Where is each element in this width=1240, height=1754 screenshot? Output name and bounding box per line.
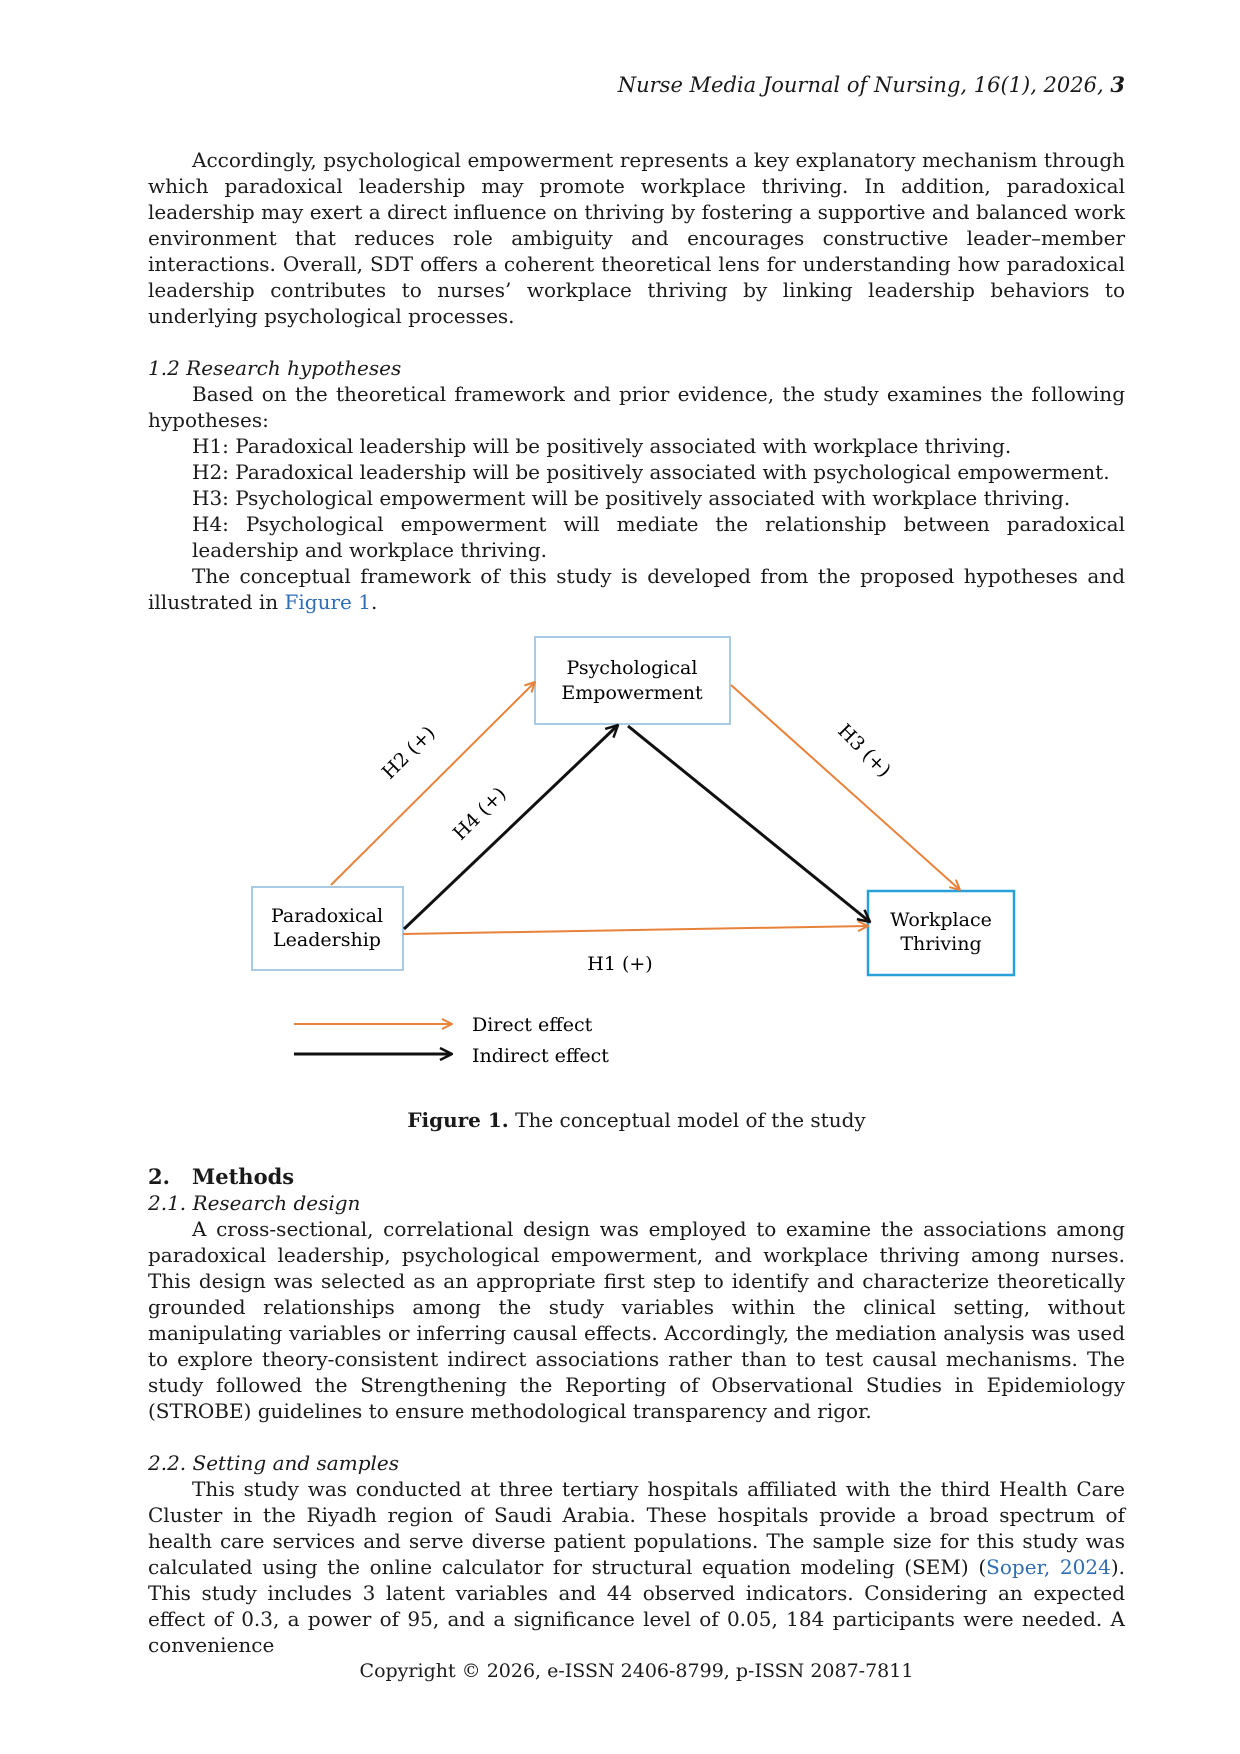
intro-paragraph: Accordingly, psychological empowerment r… — [148, 148, 1125, 328]
hypothesis-h2: H2: Paradoxical leadership will be posit… — [192, 460, 1110, 484]
wt-label-line2: Thriving — [900, 933, 981, 955]
methods-heading-number: 2. — [148, 1164, 170, 1189]
setting-text-a: This study was conducted at three tertia… — [148, 1477, 1125, 1579]
label-h2: H2 (+) — [378, 722, 440, 784]
path-h2-arrow — [330, 682, 535, 886]
pl-label-line2: Leadership — [273, 929, 381, 951]
workplace-thriving-box — [866, 889, 1016, 977]
hypothesis-h4: H4: Psychological empowerment will media… — [192, 512, 1125, 562]
figure-1-link[interactable]: Figure 1 — [284, 590, 371, 614]
path-h1-arrow — [402, 926, 868, 935]
journal-citation: Nurse Media Journal of Nursing, 16(1), 2… — [617, 73, 1104, 97]
psychological-empowerment-box — [534, 636, 731, 725]
setting-samples-paragraph: This study was conducted at three tertia… — [148, 1476, 1125, 1658]
wt-label-line1: Workplace — [890, 909, 992, 931]
setting-text-b: ). This study includes 3 latent variable… — [148, 1555, 1126, 1657]
pe-label-line1: Psychological — [567, 657, 698, 679]
page-number: 3 — [1110, 72, 1125, 97]
figure-caption: Figure 1. The conceptual model of the st… — [148, 1108, 1125, 1132]
running-head: Nurse Media Journal of Nursing, 16(1), 2… — [618, 72, 1125, 97]
hypotheses-lead: Based on the theoretical framework and p… — [148, 382, 1125, 432]
legend-direct-label: Direct effect — [472, 1014, 593, 1036]
path-h4-arrow-b — [627, 724, 870, 922]
framework-text: The conceptual framework of this study i… — [148, 564, 1125, 614]
framework-end: . — [370, 590, 378, 614]
section-1-2-heading: 1.2 Research hypotheses — [148, 356, 402, 380]
research-design-heading: 2.1. Research design — [148, 1191, 361, 1215]
soper-2024-link[interactable]: Soper, 2024 — [986, 1555, 1111, 1579]
research-design-paragraph: A cross-sectional, correlational design … — [148, 1217, 1125, 1423]
pl-label-line1: Paradoxical — [271, 905, 383, 927]
framework-paragraph: The conceptual framework of this study i… — [148, 563, 1125, 615]
path-h3-arrow — [730, 684, 960, 890]
setting-samples-heading: 2.2. Setting and samples — [148, 1451, 399, 1475]
caption-label: Figure 1. — [407, 1108, 509, 1132]
methods-heading: Methods — [192, 1164, 295, 1189]
legend-indirect-label: Indirect effect — [472, 1045, 609, 1067]
caption-text: The conceptual model of the study — [508, 1108, 866, 1132]
copyright-footer: Copyright © 2026, e-ISSN 2406-8799, p-IS… — [359, 1660, 914, 1682]
hypothesis-h3: H3: Psychological empowerment will be po… — [192, 486, 1071, 510]
pe-label-line2: Empowerment — [561, 682, 703, 704]
paradoxical-leadership-box — [251, 886, 404, 971]
label-h1: H1 (+) — [587, 953, 652, 975]
label-h3: H3 (+) — [833, 720, 895, 782]
hypothesis-h1: H1: Paradoxical leadership will be posit… — [192, 434, 1012, 458]
conceptual-model-figure: Psychological Empowerment Paradoxical Le… — [251, 636, 1016, 1067]
path-h4-arrow-a — [402, 725, 618, 931]
